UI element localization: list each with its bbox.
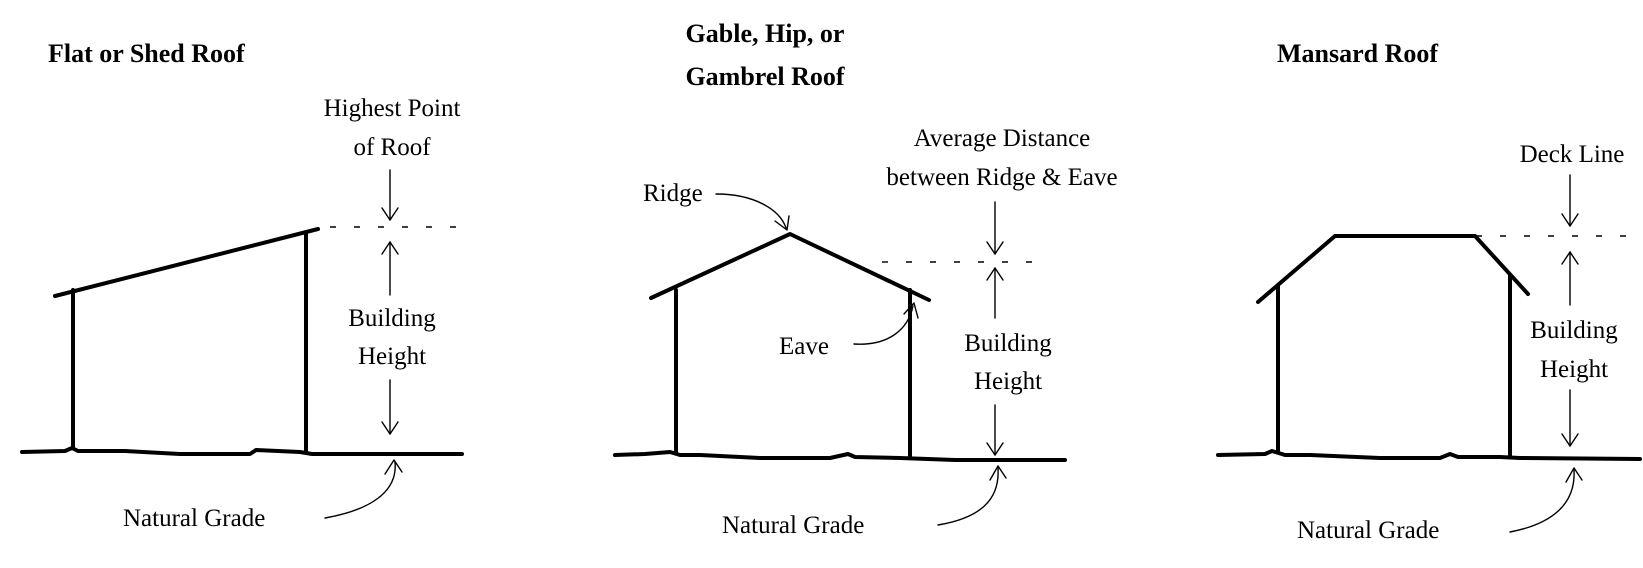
mansard-roof-building <box>1216 234 1642 461</box>
mansard-up-arrow-height <box>1561 251 1579 306</box>
mansard-grade-curved-arrow <box>1509 467 1583 533</box>
gable-eave-label: Eave <box>779 333 829 360</box>
flat-down-arrow-height <box>381 379 399 435</box>
flat-natural-grade-label: Natural Grade <box>123 505 265 532</box>
gable-average-distance-label-1: Average Distance <box>914 125 1091 152</box>
flat-ground-line <box>20 446 464 456</box>
gable-down-arrow-top <box>986 201 1004 255</box>
panel-flat-roof: Flat or Shed Roof Highest Point of Roof … <box>20 39 464 532</box>
gable-down-arrow-height <box>986 404 1004 456</box>
flat-up-arrow-height <box>381 241 399 296</box>
gable-roof-line <box>649 232 931 302</box>
gable-height-label-2: Height <box>974 368 1042 395</box>
mansard-down-arrow-top <box>1561 174 1579 227</box>
mansard-height-label-1: Building <box>1530 317 1618 344</box>
gable-roof-title-2: Gambrel Roof <box>685 62 844 91</box>
flat-roof-line <box>53 227 320 298</box>
gable-average-distance-label-2: between Ridge & Eave <box>886 164 1117 191</box>
gable-height-label-1: Building <box>964 330 1052 357</box>
flat-height-label-1: Building <box>348 305 436 332</box>
flat-height-label-2: Height <box>358 343 426 370</box>
flat-roof-title: Flat or Shed Roof <box>48 39 245 68</box>
flat-down-arrow-top <box>381 169 399 221</box>
mansard-roof-title: Mansard Roof <box>1277 39 1438 68</box>
flat-roof-building <box>20 227 464 456</box>
gable-eave-curved-arrow <box>853 302 919 345</box>
panel-gable-roof: Gable, Hip, or Gambrel Roof Average Dist… <box>613 19 1118 539</box>
mansard-natural-grade-label: Natural Grade <box>1297 517 1439 544</box>
gable-roof-title-1: Gable, Hip, or <box>686 19 845 48</box>
flat-grade-curved-arrow <box>324 459 403 519</box>
gable-ridge-curved-arrow <box>715 193 790 231</box>
mansard-roof-line <box>1256 234 1530 304</box>
flat-highest-point-label-2: of Roof <box>353 134 431 161</box>
gable-grade-curved-arrow <box>937 465 1007 526</box>
mansard-deck-line-label: Deck Line <box>1520 141 1625 168</box>
mansard-ground-line <box>1216 449 1642 461</box>
mansard-height-label-2: Height <box>1540 356 1608 383</box>
gable-natural-grade-label: Natural Grade <box>722 512 864 539</box>
gable-up-arrow-height <box>986 267 1004 319</box>
flat-highest-point-label-1: Highest Point <box>324 95 461 122</box>
gable-roof-building <box>613 232 1067 462</box>
gable-ridge-label: Ridge <box>643 180 703 207</box>
panel-mansard-roof: Mansard Roof Deck Line Building Height N… <box>1216 39 1642 544</box>
mansard-down-arrow-height <box>1561 389 1579 447</box>
gable-ground-line <box>613 450 1067 462</box>
